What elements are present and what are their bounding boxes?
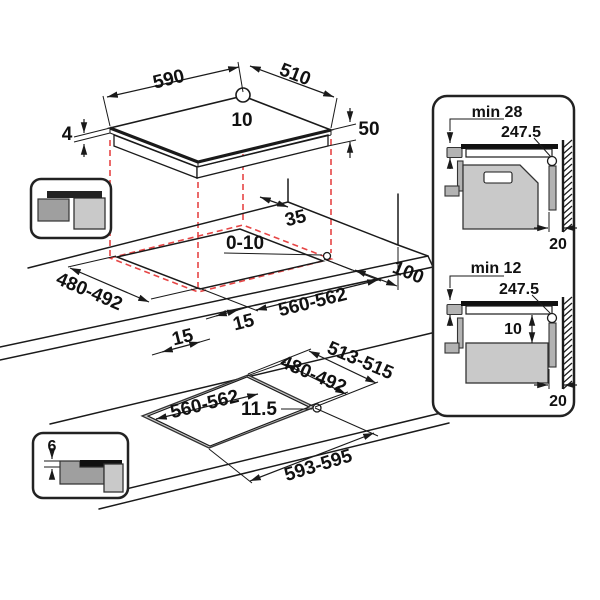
dim-wall-gap-oven: 20	[549, 236, 567, 253]
dim-hole-distance: 247.5	[501, 124, 541, 141]
hob-isometric-view: 590 510 10 4 50	[62, 59, 380, 290]
hole-marker	[546, 155, 558, 167]
hob-bar	[80, 460, 122, 467]
oven-clearance-view: min 28 247.5 20	[444, 104, 577, 253]
dim-edge-gap: 0-10	[226, 233, 264, 254]
bracket-line	[449, 275, 504, 288]
dim-width-line	[106, 66, 240, 98]
hole-marker	[546, 312, 558, 324]
bracket-line	[449, 118, 504, 131]
ext-line	[73, 127, 111, 143]
fixing-clamp	[446, 303, 463, 316]
fixing-clamp	[446, 146, 463, 159]
dim-right-clearance: 100	[389, 257, 426, 288]
worktop-back-edge	[27, 178, 429, 269]
dim-hole-distance-2: 247.5	[499, 281, 539, 298]
support-rail	[444, 342, 460, 354]
leader-line	[223, 252, 323, 256]
dim-flush-depth: 6	[48, 438, 57, 455]
dim-line	[354, 269, 398, 287]
hob-glass-section	[461, 301, 558, 306]
dim-line	[308, 350, 377, 384]
hob-bar	[47, 191, 102, 198]
flush-mount-icon: 6	[31, 431, 130, 500]
hob-projection-outline	[107, 224, 334, 293]
dim-corner-radius: 11.5	[241, 399, 277, 420]
ext-line	[323, 247, 399, 290]
cutout-outline	[114, 228, 326, 290]
dim-body-height: 50	[358, 119, 379, 140]
wall-hatching	[562, 296, 573, 390]
side-clearance-panel: min 28 247.5 20 min 12 247.5	[431, 94, 577, 418]
dim-line	[161, 341, 201, 353]
cabinet-left-block	[37, 198, 70, 222]
dim-depth: 510	[276, 59, 313, 90]
dim-vent-gap: 10	[504, 321, 522, 338]
ext-line	[327, 123, 357, 147]
ext-line	[205, 306, 249, 320]
dim-width: 590	[151, 66, 187, 94]
dim-cutout-width: 560-562	[276, 284, 349, 321]
ext-line	[247, 348, 379, 408]
hob-glass-bottom-edge	[109, 128, 332, 168]
dim-overhang-front: 15	[170, 325, 196, 351]
drawer-clearance-view: min 12 247.5 10 20	[444, 260, 577, 410]
dim-hole-offset: 10	[231, 110, 252, 131]
dim-min-clearance-drawer: min 12	[471, 260, 522, 277]
dim-line	[215, 309, 239, 317]
dim-back-clearance: 35	[283, 206, 309, 232]
dim-min-clearance-oven: min 28	[472, 104, 523, 121]
dim-depth-line	[249, 65, 335, 98]
leader-line	[533, 137, 552, 158]
ext-line	[67, 255, 200, 300]
dim-line	[155, 393, 259, 420]
dim-overhang-side: 15	[231, 310, 257, 336]
support-rail	[444, 185, 460, 197]
wall-hatching	[562, 139, 573, 233]
hob-body-section	[465, 305, 553, 315]
oven-vent	[483, 171, 513, 184]
cabinet-panel	[103, 463, 124, 493]
leader-line	[531, 294, 552, 315]
oven-body	[462, 164, 539, 230]
edge-gap-marker	[322, 251, 332, 261]
dim-line	[259, 196, 289, 208]
drawer-body	[465, 342, 549, 384]
hob-glass-section	[461, 144, 558, 149]
ext-line	[246, 361, 349, 407]
ext-line	[151, 338, 211, 356]
overlay-mount-icon	[29, 177, 113, 240]
dim-line	[69, 267, 150, 303]
ext-line	[330, 97, 338, 129]
ext-line	[208, 407, 379, 484]
air-baffle	[548, 322, 557, 368]
dim-wall-gap-drawer: 20	[549, 393, 567, 410]
worktop2-front-edge	[92, 411, 450, 510]
dim-line	[249, 432, 375, 482]
dim-rebate-width: 593-595	[282, 445, 355, 486]
cabinet-side	[456, 317, 464, 349]
dim-glass-height: 4	[62, 124, 73, 145]
cabinet-right-block	[73, 197, 106, 230]
air-baffle	[548, 165, 557, 211]
hob-body-section	[465, 148, 553, 158]
